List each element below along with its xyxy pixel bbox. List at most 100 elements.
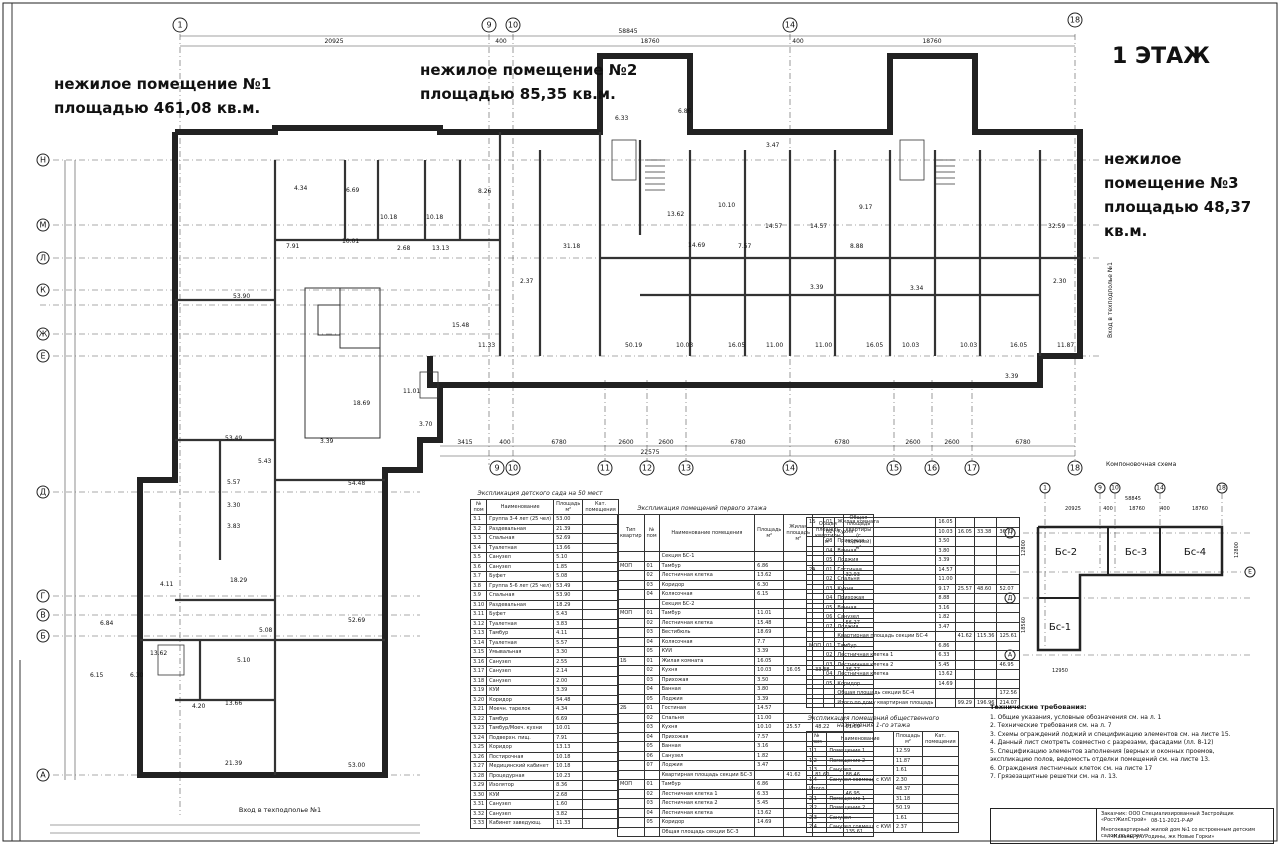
table-cell: 3.17 (469, 666, 488, 677)
room-area: 3.39 (320, 438, 334, 445)
table-cell: 10.10 (754, 722, 785, 733)
table-cell: 4.34 (553, 704, 584, 715)
comp-dim-side: 12800 (1021, 540, 1027, 556)
composition-scheme: 1 9 10 14 18 58845 20925 400 18760 400 1… (1004, 482, 1256, 674)
table-cell: 03 (643, 674, 660, 685)
table-cell (922, 774, 959, 785)
room-area: 15.48 (452, 322, 469, 329)
table-header-cell: № пом (469, 499, 488, 515)
table-cell: 3.1 (469, 514, 488, 525)
table-cell: 03 (822, 536, 836, 547)
table-cell (973, 612, 998, 623)
axis-label-bottom: 11 (600, 464, 610, 473)
table-cell: 3.12 (469, 618, 488, 629)
room-area: 7.57 (738, 243, 752, 250)
stamp-grid (991, 809, 1097, 841)
table-cell: 3.16 (935, 602, 956, 613)
table-cell (996, 669, 1020, 680)
table-cell: 03 (643, 722, 660, 733)
axis-label-top: 18 (1070, 16, 1080, 25)
table-cell: 53.00 (553, 514, 584, 525)
kindergarten-table-block: Экспликация детского сада на 50 мест № п… (469, 490, 619, 829)
table-cell (582, 609, 619, 620)
table-cell: 05 (643, 646, 660, 657)
table-cell: 01 (822, 564, 836, 575)
table-cell: 21.39 (553, 523, 584, 534)
table-cell: 10.01 (553, 723, 584, 734)
table-cell: Лестничная клетка (658, 570, 756, 581)
table-cell (996, 574, 1020, 585)
premises-1-text: нежилое помещение №1 площадью 461,08 кв.… (54, 75, 272, 117)
table-cell (617, 579, 645, 590)
table-cell: Лестничная клетка (658, 807, 756, 818)
table-cell (582, 599, 619, 610)
table-cell: 3.21 (469, 704, 488, 715)
table-cell: 5.45 (935, 659, 956, 670)
table-cell (805, 593, 825, 604)
table-cell: Колясочная (658, 636, 756, 647)
axis-label-top: 14 (785, 21, 795, 30)
table-cell (973, 593, 998, 604)
table-cell (973, 650, 998, 661)
table-cell: Раздевальная (486, 599, 555, 610)
tech-requirement-item: 4. Данный лист смотреть совместно с разр… (990, 739, 1214, 746)
table-cell: 11.01 (754, 608, 785, 619)
table-cell: Туалетная (486, 637, 555, 648)
comp-dim: 18760 (1192, 506, 1208, 512)
table-cell: 3.20 (469, 694, 488, 705)
table-cell: Процедурная (486, 770, 555, 781)
dim-text: 2600 (658, 439, 673, 446)
table-cell: Кухня (658, 722, 756, 733)
table-cell: Секция БС-1 (658, 551, 756, 562)
table-cell: 5.10 (553, 552, 584, 563)
table-cell (922, 793, 959, 804)
table-cell: 03 (643, 579, 660, 590)
table-cell: Коридор (658, 817, 756, 828)
table-cell: 04 (822, 593, 836, 604)
table-cell: Тамбур (486, 628, 555, 639)
table-cell: 3.39 (553, 685, 584, 696)
table-cell: Секция БС-2 (658, 598, 756, 609)
table-cell (582, 590, 619, 601)
table-cell: Кухня (834, 526, 937, 537)
table-cell (996, 621, 1020, 632)
table-cell (922, 822, 959, 833)
table-cell: Помещение 2 (826, 803, 894, 814)
table-cell: 3.83 (553, 618, 584, 629)
axis-label-bottom: 17 (967, 464, 977, 473)
axis-label-bottom: 12 (642, 464, 652, 473)
table-cell: Санузел (486, 675, 555, 686)
table-header-cell: Кат. помещения (582, 499, 619, 515)
table-cell: 52.69 (553, 533, 584, 544)
table-cell: 3.25 (469, 742, 488, 753)
table-header-cell: Кат. помещения (922, 731, 959, 747)
dimension-lines (50, 35, 1075, 834)
table-cell: 3.5 (469, 552, 488, 563)
table-cell: 16.05 (935, 517, 956, 528)
room-area: 13.62 (150, 650, 167, 657)
table-cell: 1.3 (805, 765, 828, 776)
table-cell: 25.57 (954, 583, 975, 594)
table-cell: 13.62 (754, 807, 785, 818)
top-dimensions: 58845 20925 400 18760 400 18760 (324, 28, 941, 45)
table-cell (805, 631, 825, 642)
table-cell (954, 669, 975, 680)
room-area: 52.69 (348, 617, 365, 624)
table-cell (582, 542, 619, 553)
bottom-grid-axes: 9 10 11 12 13 14 15 16 17 18 (489, 460, 1083, 476)
table-cell: 02 (822, 526, 836, 537)
table-cell (973, 678, 998, 689)
table-cell: 13.62 (935, 669, 956, 680)
